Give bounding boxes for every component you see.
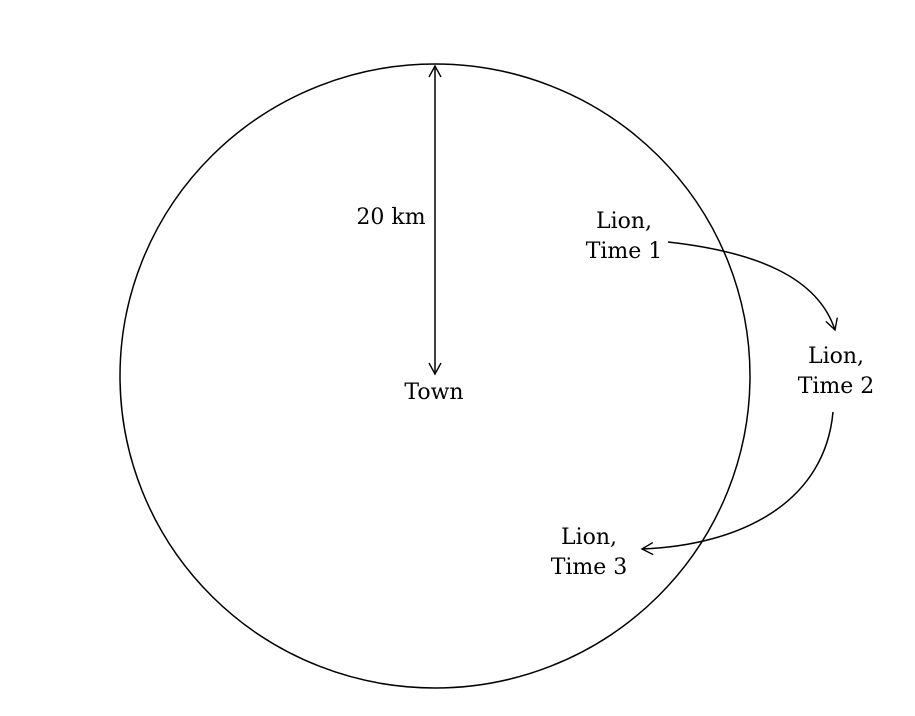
range-circle	[119, 63, 751, 689]
lion-time-3-line2: Time 3	[551, 555, 628, 580]
lion-time-2-line1: Lion,	[808, 344, 864, 369]
radius-label: 20 km	[356, 205, 425, 230]
lion-path-arrow-2-to-3	[640, 411, 834, 556]
lion-time-1-line1: Lion,	[596, 209, 652, 234]
lion-time-3-label: Lion, Time 3	[551, 525, 628, 580]
lion-time-2-line2: Time 2	[798, 374, 875, 399]
lion-time-3-line1: Lion,	[561, 525, 617, 550]
lion-time-2-label: Lion, Time 2	[798, 344, 875, 399]
lion-time-1-label: Lion, Time 1	[586, 209, 663, 264]
town-label: Town	[404, 380, 463, 405]
lion-path-arrow-1-to-2	[667, 241, 838, 332]
lion-time-1-line2: Time 1	[586, 239, 663, 264]
